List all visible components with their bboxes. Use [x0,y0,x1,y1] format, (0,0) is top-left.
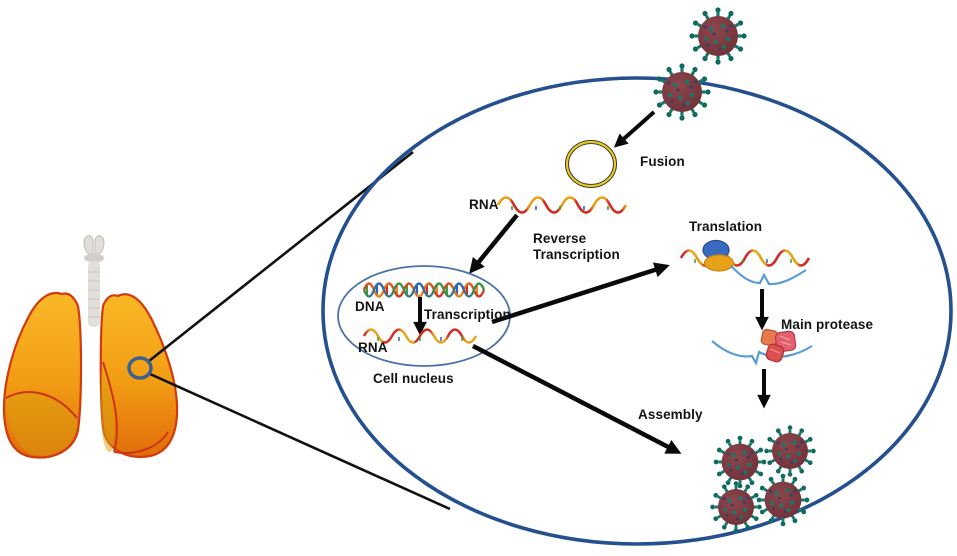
label-reverse-transcription: Reverse Transcription [533,231,620,262]
ribosome-small-subunit [703,254,735,272]
nuclear-rna-strand [362,328,478,344]
coronavirus-particle [755,472,811,528]
ribosome [702,239,735,272]
label-dna: DNA [355,299,385,314]
arrow-reverse-transcription [469,213,519,274]
main-protease-protein [760,328,797,363]
label-assembly: Assembly [638,407,703,422]
left-lung [2,291,83,459]
zoom-line-lower [149,372,451,511]
lungs-illustration [2,235,179,459]
fusion-vesicle [565,140,617,188]
trachea [83,235,105,327]
nascent-protein-chain [730,265,807,286]
left-lung-fissure [5,391,78,419]
mrna-strand [679,249,811,267]
right-lung [99,293,179,458]
label-rna-transcript: RNA [358,340,388,355]
coronavirus-particle [708,479,764,535]
magnifier-circle [127,356,153,380]
dna-helix [362,282,486,298]
arrow-fusion [613,110,656,148]
label-rna-genome: RNA [469,197,499,212]
coronavirus-particle [762,423,818,479]
arrow-assembly [471,344,682,454]
viral-rna-strand [496,196,628,214]
coronavirus-particle [651,61,713,123]
polyprotein-chain [711,340,813,366]
left-lung-lower-lobe [6,392,78,457]
label-transcription: Transcription [424,307,511,322]
label-fusion: Fusion [640,154,685,169]
label-cell-nucleus: Cell nucleus [373,371,454,386]
cell-membrane [321,76,953,546]
label-translation: Translation [689,219,763,234]
assembled-virions [708,423,818,535]
arrow-translation [491,262,670,325]
right-lung-inner-lobe [100,368,115,452]
cell-nucleus [337,265,511,367]
right-lung-fissure [102,361,169,454]
coronavirus-particle [712,434,768,490]
coronavirus-particle [687,5,749,67]
label-main-protease: Main protease [781,317,874,332]
